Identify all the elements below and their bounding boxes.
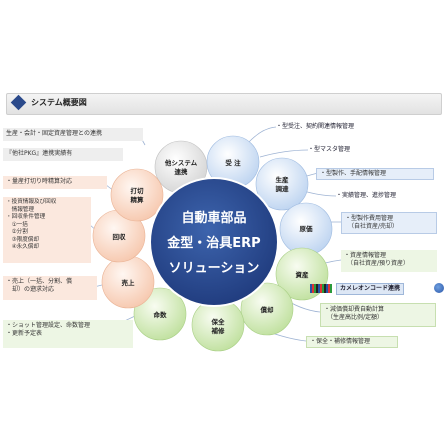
bubble-label: 連携: [175, 167, 189, 176]
bubble-production: 生産 調達: [255, 157, 309, 211]
bubble-order: 受 注: [206, 135, 260, 189]
bubble-lifespan: 命数: [133, 287, 187, 341]
bubble-label: 補修: [211, 326, 226, 335]
section-header: システム概要図: [6, 93, 442, 115]
left-note-lifespan: ・ショット管理設定、命数管理 ・更新予定表: [3, 320, 133, 348]
bubble-label: 保全: [211, 317, 226, 326]
right-note-mold-cost: ・型製作費用管理 （自社資産/売却）: [341, 212, 437, 234]
right-note-order: ・型受注、契約関連情報管理: [276, 123, 355, 130]
bubble-depreciation: 償却: [240, 282, 294, 336]
bubble-label: 命数: [153, 310, 168, 319]
bubble-label: 償却: [260, 305, 275, 314]
chameleon-code-label: カメレオンコード連携: [336, 283, 405, 295]
right-note-depreciation: ・減価償却費自動計算 （生産高比例/定額）: [320, 303, 436, 327]
left-note-termination: ・量産打切り時精算対応: [3, 176, 107, 189]
left-note-integration: 生産・会計・固定資産管理との連携: [3, 128, 143, 141]
bubble-label: 精算: [131, 195, 145, 204]
left-note-collection: ・投資情報及び回収 情報管理 ・回収条件管理 ①一括 ②分割 ③限度償却 ④永久…: [3, 197, 91, 263]
right-note-mold-making: ・型製作、手配情報管理: [316, 168, 434, 180]
bubble-label: 回収: [113, 232, 127, 241]
center-title-line3: ソリューション: [169, 261, 260, 276]
page-title: システム概要図: [31, 98, 87, 107]
right-note-asset: ・資産情報管理 （自社資産/預り資産）: [341, 250, 437, 272]
bubble-label: 調達: [276, 184, 290, 193]
chameleon-logo-icon: [434, 283, 444, 293]
right-note-progress: ・実績管理、進捗管理: [336, 192, 397, 199]
bubble-label: 資産: [296, 270, 310, 279]
center-title-line1: 自動車部品: [181, 210, 246, 226]
right-note-mold-master: ・型マスタ管理: [308, 146, 351, 153]
bubble-label: 生産: [276, 175, 290, 184]
bubble-label: 売上: [122, 278, 136, 287]
center-title-line2: 金型・治具ERP: [166, 235, 260, 251]
bubble-sales: 売上: [101, 255, 155, 309]
bubble-cost: 原価: [279, 202, 333, 256]
bubble-label: 他システム: [164, 158, 198, 167]
bubble-termination: 打切 精算: [110, 168, 164, 222]
right-note-maintenance: ・保全・補修情報管理: [306, 336, 398, 348]
bubble-maintenance: 保全 補修: [191, 298, 245, 352]
left-note-pkg: 『他社PKG』連携実績有: [3, 148, 123, 161]
center-circle: 自動車部品 金型・治具ERP ソリューション: [149, 177, 279, 307]
bubble-label: 原価: [300, 224, 314, 233]
left-note-sales: ・売上（一括、分割、償 却）の遡求対応: [3, 276, 97, 300]
chameleon-code-icon: [310, 284, 332, 293]
bubble-label: 打切: [131, 186, 145, 195]
bubble-label: 受 注: [225, 158, 241, 167]
